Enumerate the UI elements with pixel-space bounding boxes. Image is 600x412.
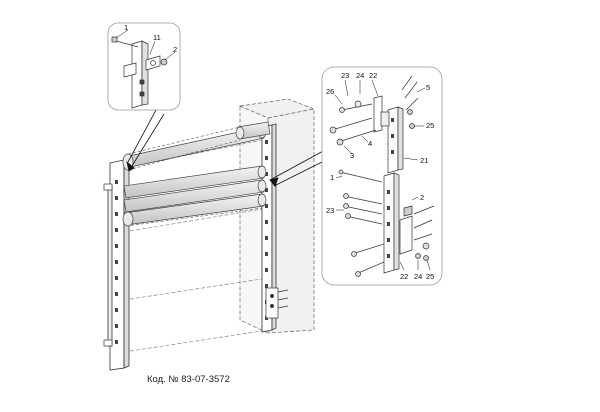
- tubes: [122, 121, 271, 227]
- callout: 2: [420, 193, 424, 202]
- bottom-bracket: [265, 287, 289, 319]
- callout: 21: [420, 156, 428, 165]
- inset-2-leader: [269, 149, 327, 187]
- rail-holes: [115, 140, 268, 344]
- callout: 2: [173, 45, 177, 54]
- callout: 4: [368, 139, 372, 148]
- callout: 11: [153, 33, 161, 42]
- callout: 22: [400, 272, 408, 281]
- callout: 23: [341, 71, 349, 80]
- tube-guides: [125, 126, 263, 227]
- callout: 24: [414, 272, 422, 281]
- callout: 23: [326, 206, 334, 215]
- callout: 1: [124, 23, 128, 32]
- wall-outline: [238, 98, 316, 334]
- callout: 24: [356, 71, 364, 80]
- catalog-code-caption: Код. № 83-07-3572: [147, 374, 230, 385]
- left-feet: [103, 183, 113, 347]
- inset-1-leader: [126, 109, 165, 172]
- callout: 25: [426, 121, 434, 130]
- callout: 26: [326, 87, 334, 96]
- inset-2: 23 24 22 26 5 25 4 3 21 1 2 23 22 24 25: [321, 66, 443, 286]
- callout: 3: [350, 151, 354, 160]
- callout: 22: [369, 71, 377, 80]
- callout: 25: [426, 272, 434, 281]
- callout: 1: [330, 173, 334, 182]
- inset-1: 1 11 2: [107, 22, 181, 111]
- callout: 5: [426, 83, 430, 92]
